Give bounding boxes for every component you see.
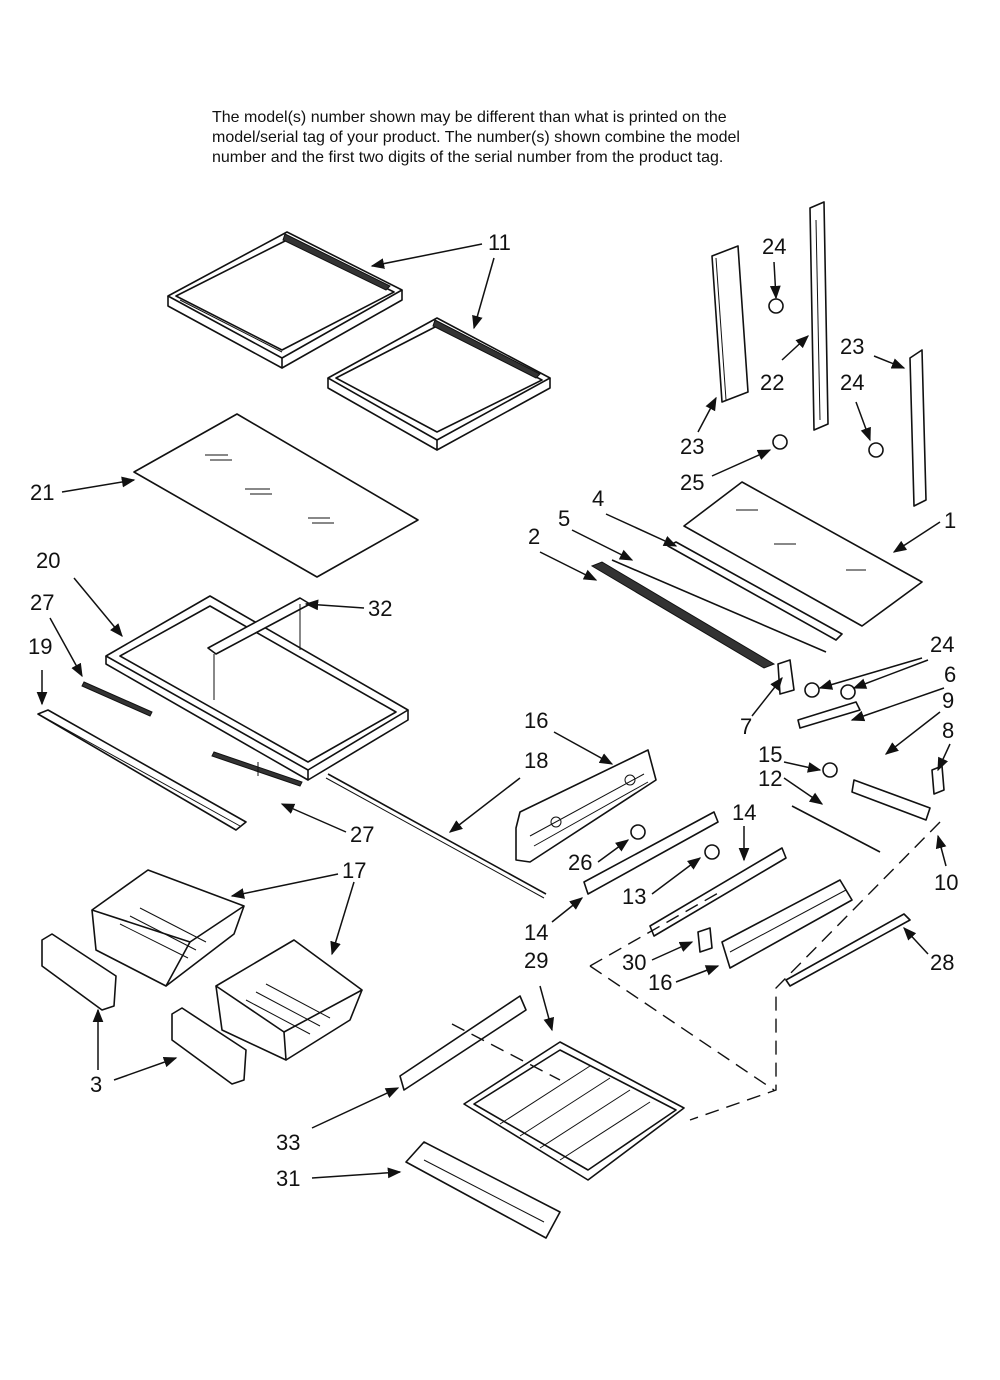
part-26-screw [630, 824, 646, 840]
part-15-screw [822, 762, 838, 778]
part-9-plate [797, 701, 861, 729]
part-25-screw [772, 434, 788, 450]
callout-33: 33 [276, 1130, 300, 1155]
leader-arrows [36, 243, 951, 1179]
part-24-screw-lower-a [804, 682, 820, 698]
callout-27-lower: 27 [350, 822, 374, 847]
callout-24-lower: 24 [930, 632, 954, 657]
callout-5: 5 [558, 506, 570, 531]
part-21-glass-shelf [133, 413, 419, 578]
callout-23-left: 23 [680, 434, 704, 459]
callout-4: 4 [592, 486, 604, 511]
part-5-strip [611, 559, 827, 653]
callout-32: 32 [368, 596, 392, 621]
callout-15: 15 [758, 742, 782, 767]
callout-9: 9 [942, 688, 954, 713]
callout-18: 18 [524, 748, 548, 773]
callout-7: 7 [740, 714, 752, 739]
callout-23-right: 23 [840, 334, 864, 359]
callout-21: 21 [30, 480, 54, 505]
callout-10: 10 [934, 870, 958, 895]
callout-24-upper: 24 [762, 234, 786, 259]
part-31-trim [405, 1141, 561, 1239]
callout-19: 19 [28, 634, 52, 659]
note-line-3: number and the first two digits of the s… [212, 149, 724, 166]
part-30-clip [697, 927, 713, 953]
part-12-rod [791, 805, 881, 853]
part-17-bin-right [215, 939, 363, 1061]
note-line-1: The model(s) number shown may be differe… [212, 109, 727, 126]
callout-16-lower: 16 [648, 970, 672, 995]
part-28-rod [785, 913, 911, 987]
callout-3: 3 [90, 1072, 102, 1097]
callout-11: 11 [488, 230, 511, 255]
part-11-shelf-upper [167, 231, 403, 369]
part-29-pan [463, 1041, 685, 1181]
callout-30: 30 [622, 950, 646, 975]
assembly-line-right [589, 821, 941, 1121]
part-23-left-bracket [711, 245, 749, 403]
callout-14-upper: 14 [732, 800, 756, 825]
callout-6: 6 [944, 662, 956, 687]
callout-25: 25 [680, 470, 704, 495]
note-line-2: model/serial tag of your product. The nu… [212, 129, 740, 146]
part-2-trim [590, 561, 776, 669]
part-17-bin-left [91, 869, 245, 987]
part-27-slide-lower [211, 751, 303, 787]
callout-24-right: 24 [840, 370, 864, 395]
callout-20: 20 [36, 548, 60, 573]
part-16-bracket-upper [515, 749, 657, 863]
callout-16-upper: 16 [524, 708, 548, 733]
assembly-line-pan [451, 1023, 561, 1081]
part-19-trim [37, 709, 247, 831]
part-7-bracket [777, 659, 795, 695]
callout-17: 17 [342, 858, 366, 883]
part-24-screw-upper [768, 298, 784, 314]
callout-labels: 11 21 20 27 19 32 27 18 16 26 13 14 14 1… [28, 230, 958, 1191]
part-24-screw-right [868, 442, 884, 458]
part-24-screw-lower-b [840, 684, 856, 700]
part-8-bracket [851, 765, 945, 821]
callout-8: 8 [942, 718, 954, 743]
model-number-note: The model(s) number shown may be differe… [212, 108, 812, 168]
part-13-rail [583, 811, 720, 895]
part-14-rail [649, 847, 787, 937]
part-18-rod [325, 773, 547, 899]
part-22-standard [809, 201, 829, 431]
part-27-slide-upper [81, 681, 153, 717]
part-11-shelf-lower [327, 317, 551, 451]
callout-22: 22 [760, 370, 784, 395]
part-16-bracket-lower [721, 879, 853, 969]
callout-29: 29 [524, 948, 548, 973]
part-33-support [399, 995, 527, 1091]
callout-2: 2 [528, 524, 540, 549]
callout-13: 13 [622, 884, 646, 909]
callout-14-lower: 14 [524, 920, 548, 945]
part-20-crisper-frame [105, 595, 409, 781]
callout-27-upper: 27 [30, 590, 54, 615]
callout-26: 26 [568, 850, 592, 875]
callout-12: 12 [758, 766, 782, 791]
part-1-glass-shelf [683, 481, 923, 627]
callout-28: 28 [930, 950, 954, 975]
part-3-handle-right [171, 1007, 247, 1085]
part-23-right-bracket [909, 349, 927, 507]
callout-1: 1 [944, 508, 956, 533]
part-3-handle-left [41, 933, 117, 1011]
callout-31: 31 [276, 1166, 300, 1191]
